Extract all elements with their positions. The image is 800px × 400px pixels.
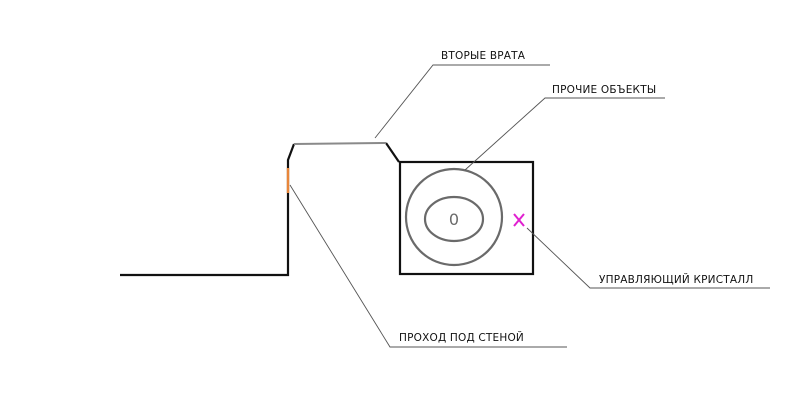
leader-second-gate bbox=[374, 64, 550, 139]
outer-ring bbox=[404, 167, 504, 267]
label-second-gate: ВТОРЫЕ ВРАТА bbox=[441, 50, 526, 62]
middle-ring bbox=[423, 195, 485, 243]
label-other-objects: ПРОЧИЕ ОБЪЕКТЫ bbox=[552, 84, 656, 96]
label-passage-under-wall: ПРОХОД ПОД СТЕНОЙ bbox=[399, 331, 524, 344]
room-box bbox=[398, 160, 535, 276]
label-control-crystal: УПРАВЛЯЮЩИЙ КРИСТАЛЛ bbox=[599, 273, 753, 286]
wall-outline bbox=[120, 143, 296, 277]
leader-passage-under-wall bbox=[289, 184, 567, 348]
center-mark: 0 bbox=[449, 210, 459, 229]
other-objects: 0 bbox=[404, 167, 504, 267]
wall-bevel-right bbox=[385, 142, 400, 163]
leader-control-crystal bbox=[526, 227, 770, 289]
second-gate bbox=[293, 142, 387, 145]
leader-other-objects bbox=[464, 97, 665, 171]
x-mark-icon bbox=[513, 213, 525, 227]
